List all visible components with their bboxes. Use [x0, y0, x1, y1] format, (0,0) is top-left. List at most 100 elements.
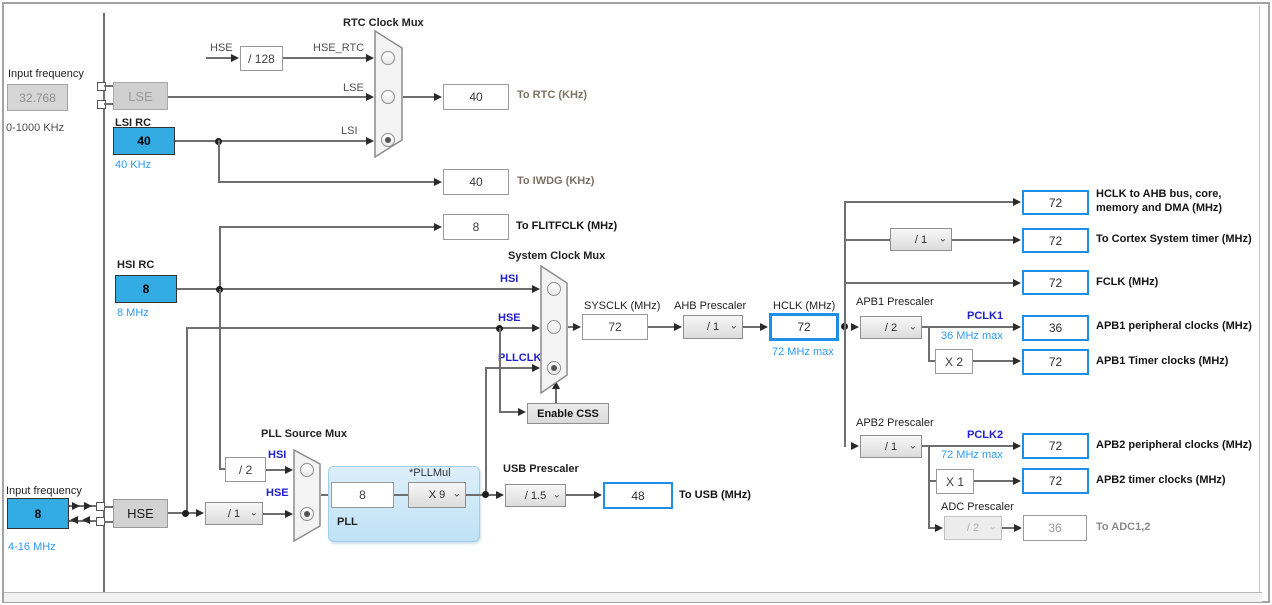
arrow: [84, 502, 92, 510]
sys-pllclk-label: PLLCLK: [498, 352, 541, 365]
pllmul-select[interactable]: X 9⌄: [408, 482, 466, 508]
system-clock-mux-title: System Clock Mux: [508, 250, 605, 263]
apb1-prescaler-select[interactable]: / 2⌄: [860, 316, 922, 339]
usb-out-label: To USB (MHz): [679, 489, 751, 502]
hse-pll-divider-select[interactable]: / 1⌄: [205, 502, 263, 525]
wire: [485, 367, 533, 369]
arrow: [1013, 442, 1021, 450]
adc-prescaler-select: / 2⌄: [944, 516, 1002, 540]
pll-mux-radio-hse[interactable]: [300, 507, 314, 521]
apb2-prescaler-value: / 1: [885, 441, 897, 453]
apb1-prescaler-value: / 2: [885, 322, 897, 334]
apb2-timer-label: APB2 timer clocks (MHz): [1096, 474, 1226, 487]
sys-hse-label: HSE: [498, 312, 521, 325]
hse-source-block[interactable]: HSE: [113, 499, 168, 528]
hsi-value-box[interactable]: 8: [115, 275, 177, 303]
flitfclk-label: To FLITFCLK (MHz): [516, 220, 617, 233]
wire: [218, 140, 220, 183]
enable-css-button[interactable]: Enable CSS: [527, 403, 609, 424]
pll-mux-radio-hsi[interactable]: [300, 463, 314, 477]
chevron-down-icon: ⌄: [553, 489, 561, 500]
arrow: [366, 137, 374, 145]
wire: [263, 513, 286, 515]
arrow: [1013, 357, 1021, 365]
apb2-prescaler-label: APB2 Prescaler: [856, 417, 934, 430]
wire: [175, 140, 368, 142]
apb1-prescaler-label: APB1 Prescaler: [856, 296, 934, 309]
wire: [219, 289, 221, 470]
chevron-down-icon: ⌄: [939, 233, 947, 244]
hclk-ahb-value-box: 72: [1022, 190, 1089, 215]
ahb-prescaler-select[interactable]: / 1 ⌄: [683, 315, 743, 339]
arrow: [532, 364, 540, 372]
chevron-down-icon: ⌄: [453, 489, 461, 500]
ahb-prescaler-label: AHB Prescaler: [674, 300, 746, 313]
wire: [104, 103, 113, 105]
wire: [266, 469, 287, 471]
arrow: [594, 491, 602, 499]
wire: [499, 328, 501, 413]
arrow: [366, 54, 374, 62]
pll-hsi-divider-box: / 2: [225, 457, 266, 482]
sys-mux-radio-pllclk[interactable]: [547, 361, 561, 375]
lse-input-frequency-field: 32.768: [7, 84, 68, 111]
rtc-hse-label: HSE: [210, 42, 233, 55]
ahb-prescaler-value: / 1: [707, 321, 719, 333]
rtc-mux-radio-hse[interactable]: [381, 51, 395, 65]
pll-hse-label: HSE: [266, 487, 289, 500]
arrow: [434, 178, 442, 186]
arrow-left: [82, 516, 90, 524]
apb2-prescaler-select[interactable]: / 1⌄: [860, 435, 922, 458]
wire: [499, 411, 520, 413]
wire: [928, 360, 935, 362]
rtc-lse-label: LSE: [343, 82, 364, 95]
sys-mux-radio-hse[interactable]: [547, 320, 561, 334]
hclk-label: HCLK (MHz): [773, 300, 835, 313]
usb-prescaler-select[interactable]: / 1.5⌄: [505, 484, 566, 507]
cortex-timer-value-box: 72: [1022, 228, 1089, 253]
wire: [219, 227, 221, 290]
to-iwdg-label: To IWDG (KHz): [517, 175, 594, 188]
wire: [186, 327, 533, 329]
rtc-mux-radio-lse[interactable]: [381, 90, 395, 104]
usb-value-box: 48: [603, 482, 673, 509]
wire: [177, 288, 533, 290]
wire: [844, 239, 890, 241]
apb1-timer-mult-box: X 2: [935, 349, 973, 374]
wire: [922, 445, 1014, 447]
cortex-timer-label: To Cortex System timer (MHz): [1096, 233, 1252, 246]
to-iwdg-value-box: 40: [443, 169, 509, 195]
pclk1-label: PCLK1: [967, 310, 1003, 323]
rtc-lsi-label: LSI: [341, 125, 358, 138]
arrow: [1013, 323, 1021, 331]
to-rtc-label: To RTC (KHz): [517, 89, 587, 102]
arrow: [1013, 279, 1021, 287]
sys-mux-radio-hsi[interactable]: [547, 282, 561, 296]
hse-input-frequency-field[interactable]: 8: [7, 498, 69, 529]
pllmul-label: *PLLMul: [409, 467, 451, 480]
arrow: [674, 323, 682, 331]
wire: [104, 85, 113, 87]
adc-prescaler-value: / 2: [967, 522, 979, 534]
cortex-prescaler-select[interactable]: / 1⌄: [890, 228, 952, 251]
wire: [186, 327, 188, 514]
wire: [206, 57, 233, 59]
lsi-value-box[interactable]: 40: [113, 127, 175, 155]
sysclk-value-box: 72: [582, 314, 648, 340]
lse-input-frequency-label: Input frequency: [8, 68, 84, 81]
chevron-down-icon: ⌄: [730, 321, 738, 332]
to-rtc-value-box: 40: [443, 84, 509, 110]
wire: [928, 480, 936, 482]
arrow: [285, 510, 293, 518]
bottom-strip: [4, 592, 1262, 602]
hse-rtc-label: HSE_RTC: [313, 42, 364, 55]
hclk-max-label: 72 MHz max: [772, 346, 834, 359]
arrow: [496, 491, 504, 499]
lse-source-block[interactable]: LSE: [113, 82, 168, 110]
arrow: [1013, 198, 1021, 206]
arrow: [231, 54, 239, 62]
hsi-frequency: 8 MHz: [117, 307, 149, 320]
rtc-mux-radio-lsi[interactable]: [381, 133, 395, 147]
pll-title: PLL: [337, 516, 358, 529]
wire: [844, 201, 1014, 203]
